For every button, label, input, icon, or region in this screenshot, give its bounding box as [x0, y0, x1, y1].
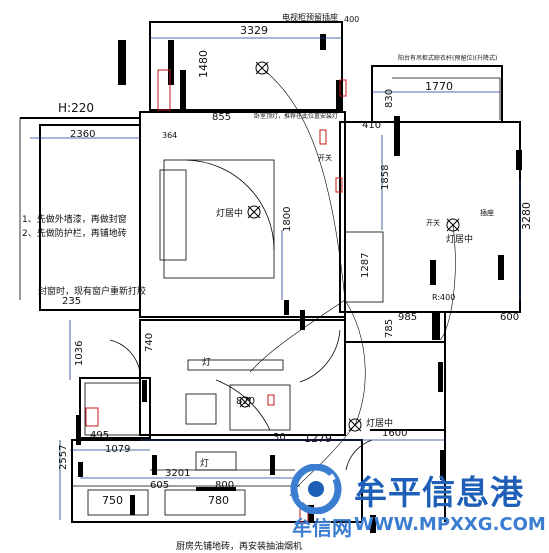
dim-1480: 1480 — [197, 50, 210, 78]
dim-2557: 2557 — [58, 445, 69, 470]
label-bed-note: 卧室顶灯，推荐在此位置安装灯 — [254, 112, 338, 120]
dim-780: 780 — [208, 494, 229, 507]
label-switch-a: 开关 — [426, 218, 440, 227]
dimension-texts: 3329 1480 855 1770 410 830 1858 3280 180… — [58, 15, 533, 507]
dim-600: 600 — [500, 312, 519, 323]
dim-364: 364 — [162, 131, 177, 140]
dim-855: 855 — [212, 112, 231, 123]
watermark-url: WWW.MPXXG.COM — [354, 514, 546, 535]
dim-410: 410 — [362, 120, 381, 131]
watermark: 牟平信息港 牟信网 WWW.MPXXG.COM — [282, 462, 546, 546]
dim-1600: 1600 — [382, 428, 407, 439]
dim-235: 235 — [62, 296, 81, 307]
dim-top-width: 3329 — [240, 24, 268, 37]
watermark-logo-icon — [290, 464, 342, 514]
label-note-2: 2、先做防护栏，再铺地砖 — [22, 227, 127, 239]
dim-785: 785 — [384, 319, 395, 338]
label-h220: H:220 — [58, 101, 94, 115]
label-r400: R:400 — [432, 293, 455, 302]
dim-400: 400 — [344, 15, 359, 24]
label-bottom-note: 厨房先铺地砖，再安装抽油烟机 — [176, 540, 302, 552]
red-marks — [85, 69, 347, 523]
watermark-site: 牟信网 — [292, 516, 352, 540]
dim-1858: 1858 — [380, 165, 391, 190]
dim-1279: 1279 — [304, 432, 332, 445]
label-outlet: 插座 — [480, 208, 494, 217]
dim-1770: 1770 — [425, 80, 453, 93]
dim-985: 985 — [398, 312, 417, 323]
label-lamp-3: 灯居中 — [366, 417, 393, 429]
dim-830: 830 — [384, 89, 395, 108]
label-top-box: 电视柜预留插座 — [282, 12, 338, 22]
label-lamp-2: 灯居中 — [446, 233, 473, 245]
fixtures — [76, 34, 522, 533]
dim-495: 495 — [90, 430, 109, 441]
label-lamp-4: 灯 — [200, 458, 209, 469]
dim-3280: 3280 — [520, 202, 533, 230]
lamp-symbols — [239, 61, 460, 432]
dim-30: 30 — [273, 432, 286, 443]
dim-1287: 1287 — [360, 253, 371, 278]
label-note-3: 封窗时，现有窗户重新打胶 — [38, 285, 146, 297]
label-switch-b: 开关 — [318, 153, 332, 162]
dim-1036: 1036 — [74, 341, 85, 366]
label-note-1: 1、先做外墙漆，再做封窗 — [22, 213, 127, 225]
dim-1079: 1079 — [105, 444, 130, 455]
dim-1800: 1800 — [282, 207, 293, 232]
dim-870: 870 — [236, 396, 255, 407]
label-lamp-1: 灯居中 — [216, 207, 243, 219]
dim-3201: 3201 — [165, 468, 190, 479]
watermark-title: 牟平信息港 — [354, 473, 524, 512]
dim-740: 740 — [144, 333, 155, 352]
dimension-lines — [30, 37, 521, 520]
walls — [20, 21, 521, 523]
dim-750: 750 — [102, 494, 123, 507]
dim-800: 800 — [215, 480, 234, 491]
labels: H:220 1、先做外墙漆，再做封窗 2、先做防护栏，再铺地砖 封窗时，现有窗户… — [22, 12, 497, 552]
label-lamp-5: 灯 — [202, 357, 211, 368]
dim-605: 605 — [150, 480, 169, 491]
thin-lines — [19, 77, 501, 516]
label-top-right-note: 阳台有吊柜式晾衣杆(预留位)(升降式) — [398, 54, 497, 62]
dim-2360: 2360 — [70, 129, 95, 140]
